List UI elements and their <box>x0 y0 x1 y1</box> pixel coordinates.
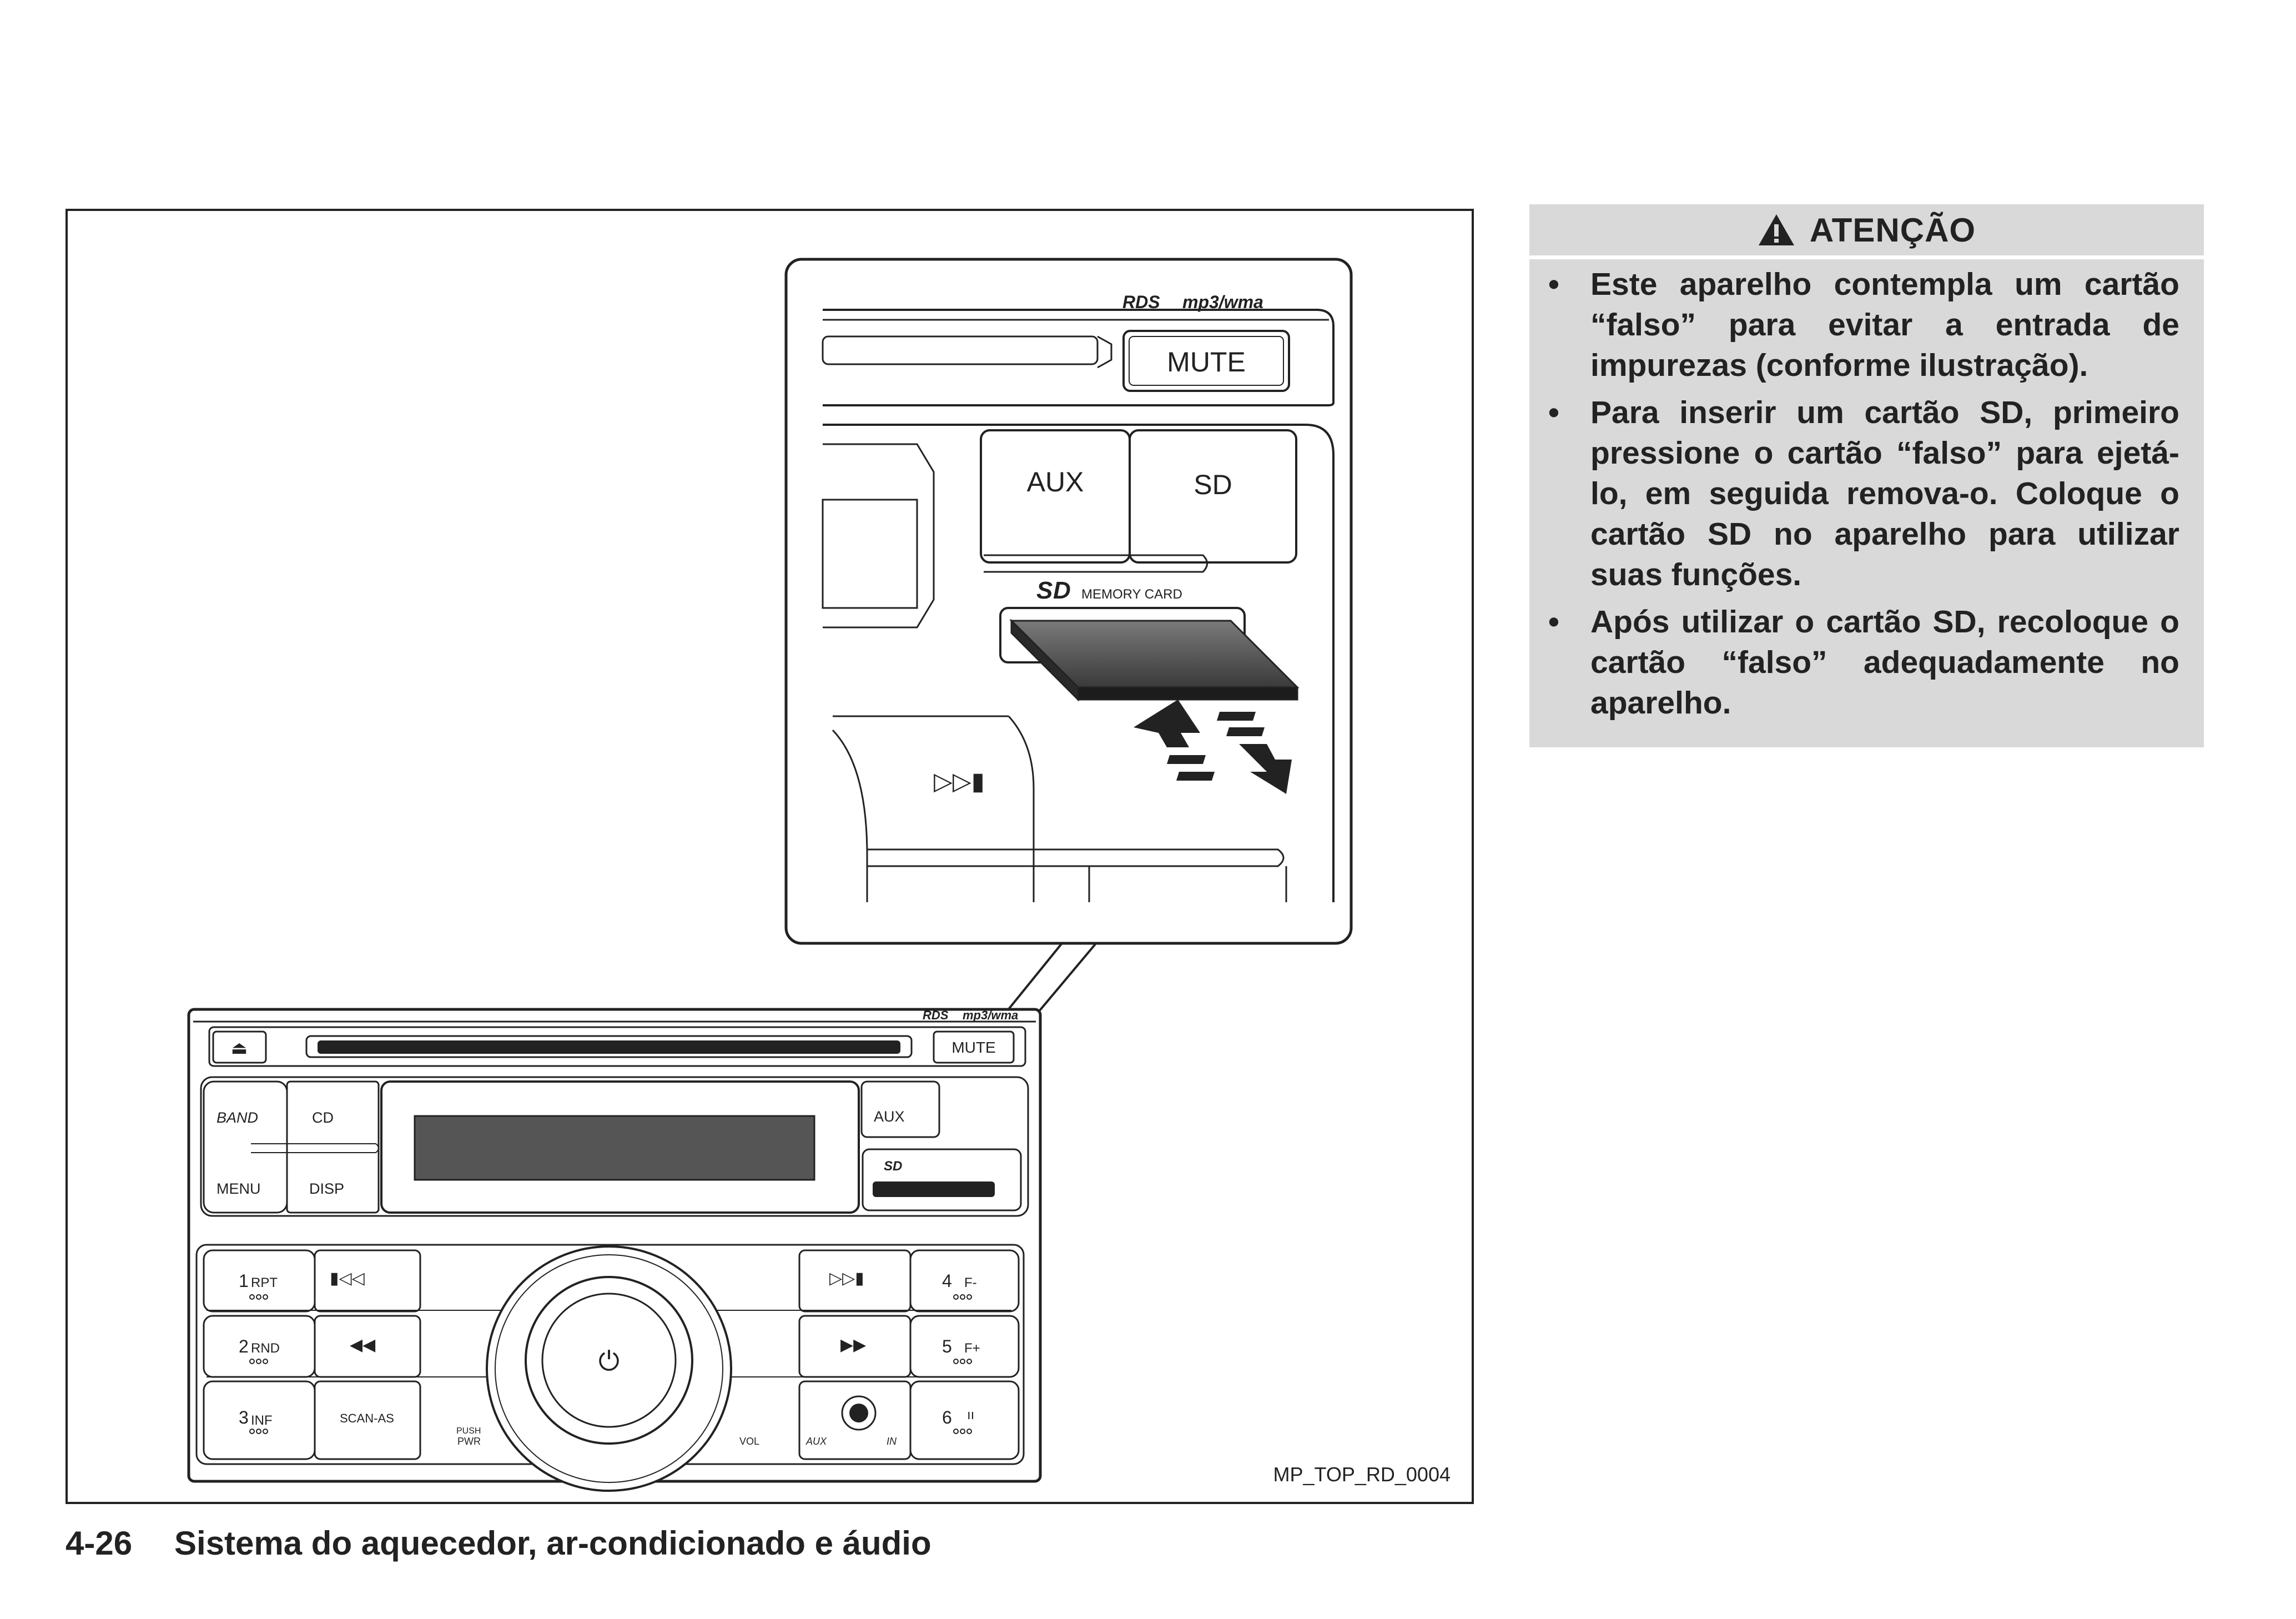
warning-title: ATENÇÃO <box>1809 211 1976 249</box>
pwr-label: PWR <box>457 1436 481 1447</box>
insert-eject-arrows <box>1134 700 1292 794</box>
magnified-detail: RDS mp3/wma MUTE AUX SD S D MEMORY CAR <box>784 258 1353 945</box>
sd-logo: S <box>1036 577 1053 604</box>
preset-6-label: 6 <box>942 1407 952 1427</box>
page-number: 4-26 <box>66 1525 133 1562</box>
rds-label: RDS <box>1122 292 1160 312</box>
preset-5-label: 5 <box>942 1336 952 1356</box>
warning-item: • Para inserir um cartão SD, primeiro pr… <box>1529 393 2204 595</box>
aux-label-small: AUX <box>874 1108 905 1125</box>
warning-item: • Após utilizar o cartão SD, recoloque o… <box>1529 602 2204 723</box>
fast-forward-icon: ▶▶ <box>840 1336 866 1354</box>
warning-item-text: Para inserir um cartão SD, primeiro pres… <box>1590 395 2179 592</box>
rpt-label: RPT <box>251 1275 278 1290</box>
mp3wma-label: mp3/wma <box>1182 292 1263 312</box>
push-label: PUSH <box>456 1426 481 1436</box>
rewind-icon: ◀◀ <box>350 1336 375 1354</box>
scan-as-label: SCAN-AS <box>340 1411 394 1425</box>
bullet: • <box>1548 395 1559 430</box>
card-slot-small <box>873 1181 995 1197</box>
bullet: • <box>1548 267 1559 302</box>
f-plus-label: F+ <box>964 1341 980 1356</box>
eject-icon: ⏏ <box>231 1038 248 1058</box>
warning-triangle-icon <box>1758 214 1794 245</box>
next-track-icon: ▷▷▮ <box>829 1269 864 1288</box>
svg-text:D: D <box>1053 577 1071 604</box>
section-title: Sistema do aquecedor, ar-condicionado e … <box>174 1525 932 1562</box>
warning-item-text: Este aparelho contempla um cartão “falso… <box>1590 267 2179 383</box>
rds-label-small: RDS <box>923 1008 949 1022</box>
vol-label: VOL <box>739 1436 759 1447</box>
mute-label-large: MUTE <box>1167 346 1246 378</box>
in-label: IN <box>887 1436 897 1447</box>
volume-knob <box>525 1276 693 1445</box>
mute-button-small <box>933 1030 1015 1064</box>
radio-face: RDS mp3/wma ⏏ MUTE BAND MENU CD DISP A <box>187 1008 1042 1492</box>
page-footer: 4-26 Sistema do aquecedor, ar-condicionad… <box>66 1524 932 1562</box>
sd-logo-small: SD <box>884 1159 902 1174</box>
eject-button <box>212 1030 267 1064</box>
preset-6-mark: ıı <box>967 1407 974 1422</box>
menu-label: MENU <box>216 1180 261 1197</box>
preset-1-label: 1 <box>239 1271 249 1291</box>
rnd-label: RND <box>251 1341 280 1356</box>
aux-jack <box>849 1404 868 1422</box>
mute-button-large <box>1122 330 1290 392</box>
cd-slot <box>318 1040 900 1054</box>
warning-item: • Este aparelho contempla um cartão “fal… <box>1529 264 2204 386</box>
preset-3-label: 3 <box>239 1407 249 1427</box>
cd-label: CD <box>312 1109 334 1126</box>
display-screen <box>414 1115 815 1181</box>
mute-label-small: MUTE <box>951 1039 995 1056</box>
prev-track-icon: ▮◁◁ <box>330 1269 365 1288</box>
disp-label: DISP <box>309 1180 344 1197</box>
warning-header: ATENÇÃO <box>1529 204 2204 259</box>
aux-label-large: AUX <box>1027 466 1084 497</box>
memory-card-label: MEMORY CARD <box>1081 587 1182 602</box>
next-track-icon-large: ▷▷▮ <box>934 768 985 795</box>
figure-frame: RDS mp3/wma MUTE AUX SD S D MEMORY CAR <box>66 209 1474 1504</box>
warning-item-text: Após utilizar o cartão SD, recoloque o c… <box>1590 604 2179 721</box>
inf-label: INF <box>251 1413 273 1428</box>
aux-in-label: AUX <box>805 1436 827 1447</box>
preset-2-label: 2 <box>239 1336 249 1356</box>
radio-illustration: RDS mp3/wma MUTE AUX SD S D MEMORY CAR <box>187 258 1353 1492</box>
preset-4-label: 4 <box>942 1271 952 1291</box>
warning-list: • Este aparelho contempla um cartão “fal… <box>1529 264 2204 730</box>
f-minus-label: F- <box>964 1275 977 1290</box>
warning-box: ATENÇÃO • Este aparelho contempla um car… <box>1529 204 2204 747</box>
sd-label-large: SD <box>1194 469 1232 500</box>
bullet: • <box>1548 604 1559 640</box>
mp3wma-label-small: mp3/wma <box>963 1008 1018 1022</box>
band-label: BAND <box>216 1109 258 1126</box>
sd-button-large <box>1129 429 1297 564</box>
figure-code: MP_TOP_RD_0004 <box>1273 1463 1451 1486</box>
preset-dots <box>249 1294 972 1434</box>
power-icon: ⏻ <box>598 1347 620 1376</box>
